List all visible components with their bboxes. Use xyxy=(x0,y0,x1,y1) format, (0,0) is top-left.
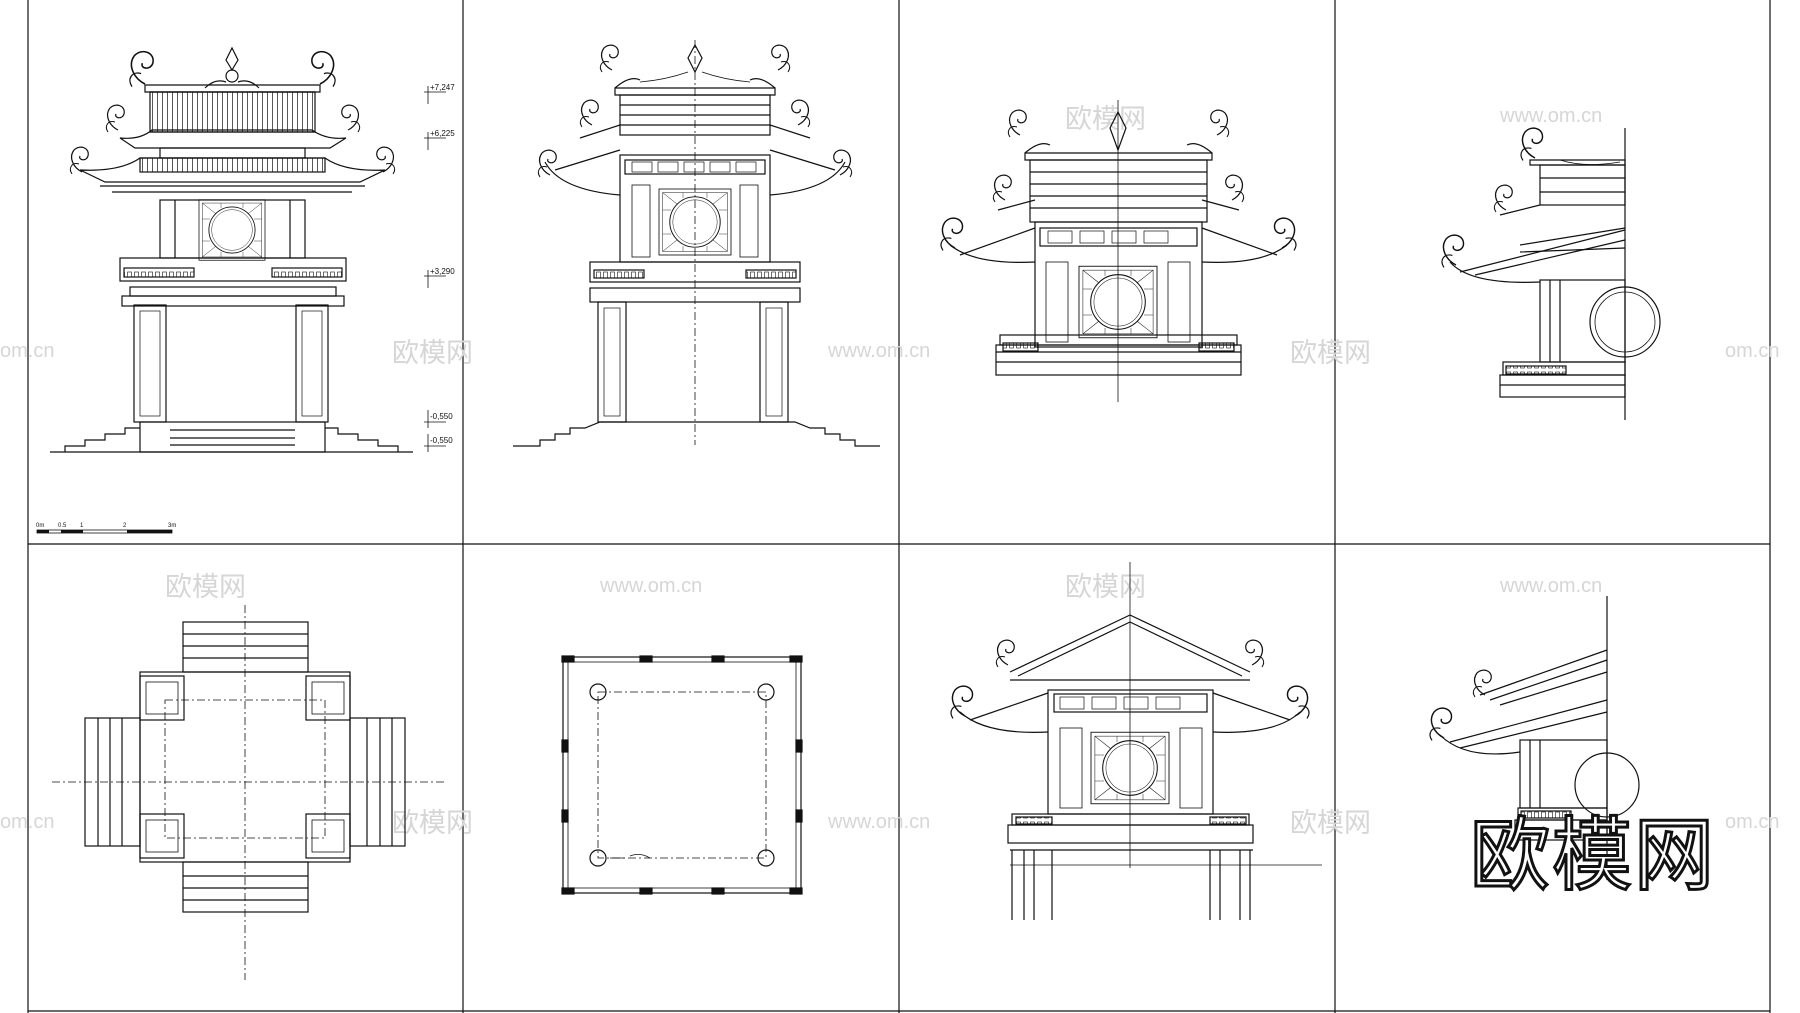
site-logo: 欧模网 xyxy=(1469,809,1716,902)
scale-bar: 0m 0.5 1 2 3m xyxy=(36,523,176,534)
elevation-mark-floor: +3,290 xyxy=(430,267,455,276)
scale-bar-label: 1 xyxy=(80,523,84,529)
watermark-url: www.om.cn xyxy=(1499,105,1602,127)
scale-bar-label: 3m xyxy=(168,523,176,529)
watermark-url: om.cn xyxy=(1725,340,1779,362)
watermark-url: www.om.cn xyxy=(599,575,702,597)
gable-section-drawing xyxy=(950,562,1322,920)
scale-bar-label: 2 xyxy=(123,523,127,529)
watermark-url-layer: www.om.cn www.om.cn www.om.cn www.om.cn … xyxy=(0,105,1779,833)
watermark-url: www.om.cn xyxy=(1499,575,1602,597)
upper-pavilion-detail-drawing xyxy=(1441,127,1661,420)
elevation-mark-top: +7,247 xyxy=(430,83,455,92)
section-elevation-drawing xyxy=(513,40,880,447)
watermark-url: www.om.cn xyxy=(827,340,930,362)
watermark-text: 欧模网 xyxy=(1290,808,1371,838)
eave-detail-drawing xyxy=(1429,596,1640,880)
watermark-url: om.cn xyxy=(0,340,54,362)
watermark-text: 欧模网 xyxy=(165,572,246,602)
watermark-text: 欧模网 xyxy=(1290,338,1371,368)
front-elevation-drawing xyxy=(50,46,446,453)
watermark-url: www.om.cn xyxy=(827,811,930,833)
panel-grid xyxy=(27,0,1771,1013)
base-plan-drawing xyxy=(52,605,445,980)
watermark-text: 欧模网 xyxy=(1065,104,1146,134)
elevation-mark-upper-eave: +6,225 xyxy=(430,129,455,138)
scale-bar-label: 0m xyxy=(36,523,44,529)
elevation-mark-base: -0,550 xyxy=(430,412,453,421)
elevation-mark-base: -0,550 xyxy=(430,436,453,445)
watermark-url: om.cn xyxy=(1725,811,1779,833)
watermark-url: om.cn xyxy=(0,811,54,833)
scale-bar-label: 0.5 xyxy=(58,523,67,529)
watermark-text: 欧模网 xyxy=(1065,572,1146,602)
elevation-labels: +7,247 +6,225 +3,290 -0,550 -0,550 xyxy=(430,83,455,445)
watermark-text: 欧模网 xyxy=(392,808,473,838)
upper-pavilion-elevation-drawing xyxy=(940,100,1297,402)
floor-plan-drawing xyxy=(561,655,803,895)
watermark-text: 欧模网 xyxy=(392,338,473,368)
